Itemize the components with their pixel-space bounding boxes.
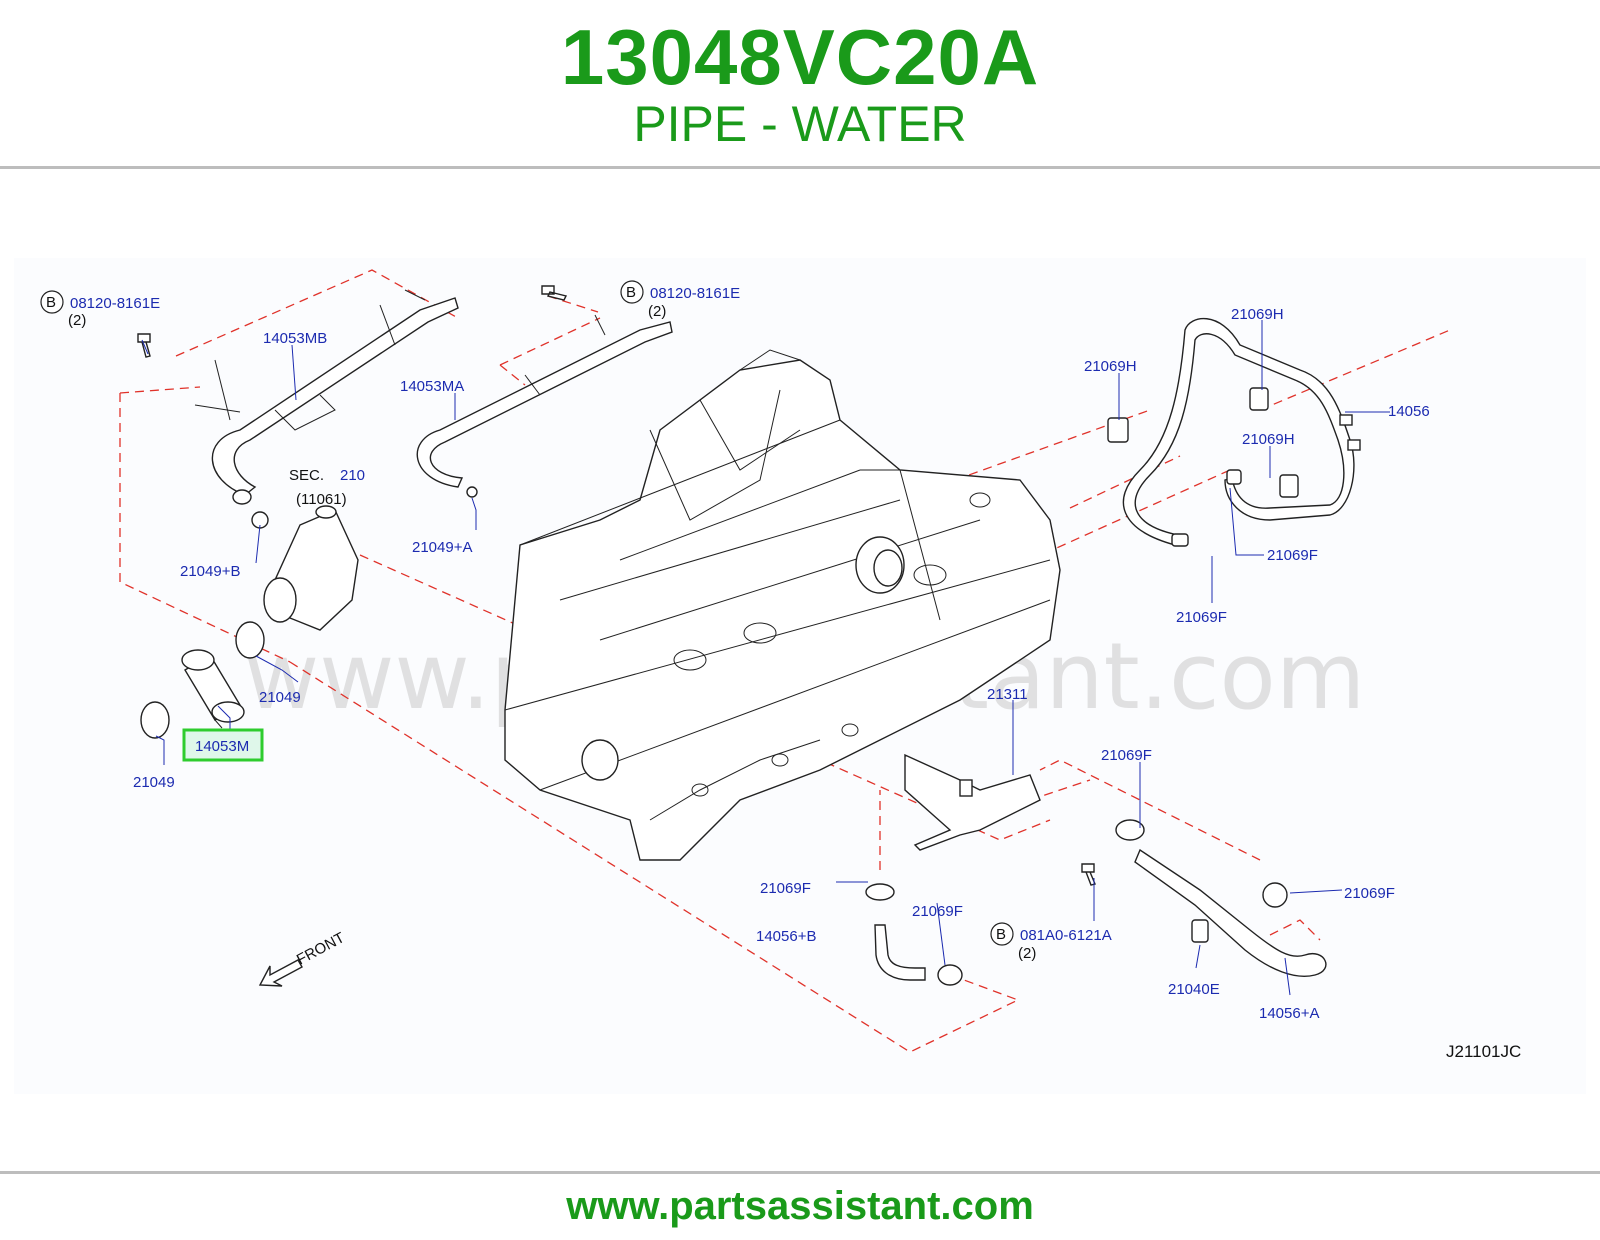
label-21069f-e[interactable]: 21069F: [912, 903, 963, 920]
water-pipe-14053mb: [194, 289, 459, 505]
label-08120-8161e-right[interactable]: 08120-8161E: [650, 285, 740, 302]
diagram-code: J21101JC: [1446, 1042, 1521, 1061]
label-qty-right: (2): [648, 303, 666, 320]
label-14053ma[interactable]: 14053MA: [400, 378, 464, 395]
label-21069h-a[interactable]: 21069H: [1084, 358, 1137, 375]
highlight-box: [182, 728, 264, 762]
label-21040e[interactable]: 21040E: [1168, 981, 1220, 998]
label-21069h-b[interactable]: 21069H: [1231, 306, 1284, 323]
label-21049-lower[interactable]: 21049: [133, 774, 175, 791]
section-sub: (11061): [296, 491, 347, 508]
label-21069f-f[interactable]: 21069F: [1344, 885, 1395, 902]
label-21069f-b[interactable]: 21069F: [1176, 609, 1227, 626]
bolt-marker-3: B: [990, 922, 1014, 946]
hose-14056a: [1115, 819, 1327, 977]
label-21069f-a[interactable]: 21069F: [1267, 547, 1318, 564]
section-prefix: SEC.: [289, 467, 324, 484]
section-number-link[interactable]: 210: [340, 467, 365, 484]
svg-text:B: B: [996, 926, 1006, 943]
footer-divider: [0, 1171, 1600, 1174]
front-label: FRONT: [294, 929, 348, 968]
diagram-canvas: www.partsassistant.com: [40, 269, 1521, 1061]
label-21049a[interactable]: 21049+A: [412, 539, 472, 556]
hose-14056: [1107, 318, 1361, 547]
footer-url-link[interactable]: www.partsassistant.com: [566, 1184, 1034, 1228]
label-21069f-c[interactable]: 21069F: [1101, 747, 1152, 764]
label-081a0-6121a[interactable]: 081A0-6121A: [1020, 927, 1112, 944]
svg-text:B: B: [626, 284, 636, 301]
bolt-marker-2: B: [620, 280, 644, 304]
bolt-marker-1: B: [40, 290, 64, 314]
label-21069h-c[interactable]: 21069H: [1242, 431, 1295, 448]
leader-lines: [141, 320, 1390, 996]
label-qty-left: (2): [68, 312, 86, 329]
header-divider: [0, 166, 1600, 169]
part-number-title: 13048VC20A: [560, 13, 1040, 101]
svg-text:B: B: [46, 294, 56, 311]
bracket-21311: [904, 753, 1041, 851]
label-14053mb[interactable]: 14053MB: [263, 330, 327, 347]
engine-cylinder-head: [504, 349, 1061, 861]
label-08120-8161e-left[interactable]: 08120-8161E: [70, 295, 160, 312]
part-name-subtitle: PIPE - WATER: [633, 96, 967, 152]
label-21049b[interactable]: 21049+B: [180, 563, 240, 580]
header: 13048VC20A PIPE - WATER: [0, 0, 1600, 168]
label-21311[interactable]: 21311: [987, 686, 1028, 703]
water-pipe-14053ma: [416, 314, 673, 498]
parts-diagram: www.partsassistant.com: [14, 258, 1586, 1094]
water-outlet-14053m: [181, 649, 245, 729]
label-14053m-highlighted[interactable]: 14053M: [195, 738, 249, 755]
label-14056b[interactable]: 14056+B: [756, 928, 816, 945]
label-qty-bottom: (2): [1018, 945, 1036, 962]
hose-14056b: [865, 883, 963, 986]
thermostat-housing: [263, 505, 359, 631]
label-21049-upper[interactable]: 21049: [259, 689, 301, 706]
label-14056[interactable]: 14056: [1388, 403, 1430, 420]
front-arrow-icon: [258, 959, 303, 987]
o-rings: [140, 511, 269, 739]
label-21069f-d[interactable]: 21069F: [760, 880, 811, 897]
label-14056a[interactable]: 14056+A: [1259, 1005, 1319, 1022]
